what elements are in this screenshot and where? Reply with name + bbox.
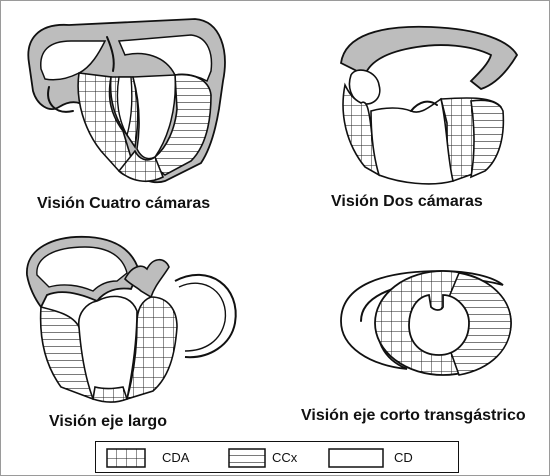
long-axis-view <box>13 227 243 405</box>
caption-four-chamber: Visión Cuatro cámaras <box>37 195 210 213</box>
caption-long-axis: Visión eje largo <box>49 413 167 431</box>
legend-label-ccx: CCx <box>272 450 297 465</box>
legend: CDA CCx CD <box>95 441 459 473</box>
legend-swatch-ccx <box>228 448 266 468</box>
legend-label-cd: CD <box>394 450 413 465</box>
legend-swatch-cda <box>106 448 146 468</box>
caption-short-axis: Visión eje corto transgástrico <box>301 407 526 425</box>
caption-two-chamber: Visión Dos cámaras <box>331 193 483 211</box>
four-chamber-view <box>15 11 245 191</box>
two-chamber-view <box>321 15 541 187</box>
short-axis-transgastric-view <box>331 251 521 381</box>
legend-swatch-cd <box>328 448 384 468</box>
legend-label-cda: CDA <box>162 450 189 465</box>
